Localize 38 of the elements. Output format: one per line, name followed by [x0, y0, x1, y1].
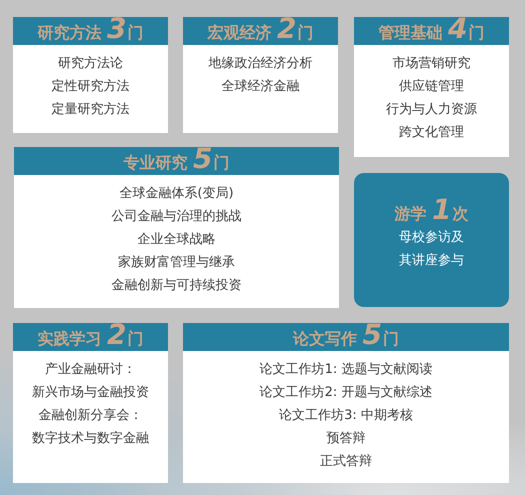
course-card	[13, 323, 168, 483]
course-item: 研究方法论	[58, 55, 123, 73]
card-title: 论文写作 5门	[292, 323, 400, 351]
course-item: 定量研究方法	[52, 101, 130, 119]
course-card	[354, 17, 509, 157]
course-item: 全球经济金融	[222, 78, 300, 96]
study-tour-card	[354, 173, 509, 307]
course-item: 公司金融与治理的挑战	[112, 208, 242, 226]
card-title: 游学 1次	[394, 198, 469, 226]
course-item: 跨文化管理	[399, 124, 464, 142]
course-item: 新兴市场与金融投资	[32, 384, 149, 402]
course-item: 产业金融研讨：	[45, 361, 136, 379]
course-item: 正式答辩	[320, 453, 372, 471]
course-item: 家族财富管理与继承	[118, 254, 235, 272]
course-item: 供应链管理	[399, 78, 464, 96]
card-title: 管理基础 4门	[378, 17, 485, 45]
course-item: 金融创新与可持续投资	[112, 277, 242, 295]
course-item: 论文工作坊3: 中期考核	[279, 407, 413, 425]
course-card	[183, 17, 338, 133]
course-item: 市场营销研究	[392, 55, 470, 73]
card-title: 实践学习 2门	[37, 323, 144, 351]
course-card	[183, 323, 509, 483]
course-item: 地缘政治经济分析	[208, 55, 312, 73]
course-item: 全球金融体系(变局)	[119, 185, 234, 203]
course-card	[14, 147, 339, 308]
course-item: 行为与人力资源	[386, 101, 477, 119]
card-title: 专业研究 5门	[123, 147, 230, 175]
course-item: 数字技术与数字金融	[32, 430, 149, 448]
course-item: 企业全球战略	[138, 231, 216, 249]
course-item: 金融创新分享会：	[38, 407, 142, 425]
card-title: 宏观经济 2门	[207, 17, 314, 45]
course-item: 定性研究方法	[52, 78, 130, 96]
card-text: 母校参访及其讲座参与	[398, 229, 464, 270]
course-item: 论文工作坊1: 选题与文献阅读	[260, 361, 432, 379]
course-card	[13, 17, 168, 133]
card-title: 研究方法 3门	[37, 17, 144, 45]
course-item: 预答辩	[326, 430, 366, 448]
course-item: 论文工作坊2: 开题与文献综述	[260, 384, 432, 402]
